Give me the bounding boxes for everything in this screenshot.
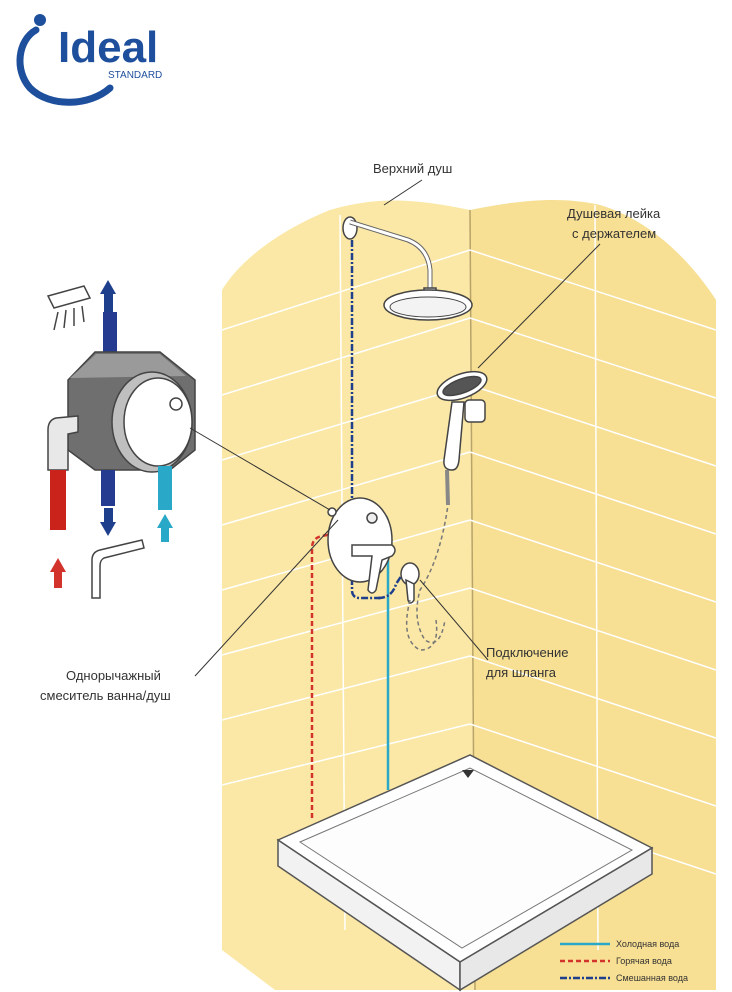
hose bbox=[416, 480, 449, 644]
overhead-shower bbox=[342, 216, 473, 321]
svg-text:Горячая вода: Горячая вода bbox=[616, 956, 672, 966]
mixer-lever bbox=[351, 544, 396, 594]
legend: Холодная вода Горячая вода Смешанная вод… bbox=[560, 939, 688, 983]
mixer-body-cap bbox=[123, 377, 193, 467]
tray-front-right bbox=[459, 846, 653, 992]
mixed-outlet-up-arrow bbox=[100, 280, 116, 312]
cold-inlet-pipe bbox=[158, 466, 172, 510]
logo-swoosh bbox=[16, 26, 114, 106]
diverter-knob bbox=[366, 512, 378, 524]
leader-mixer bbox=[194, 519, 339, 677]
label-overhead-shower: Верхний душ bbox=[373, 161, 452, 176]
leader-lines bbox=[189, 179, 601, 677]
hand-shower-holder bbox=[464, 399, 486, 423]
hot-inlet-elbow bbox=[47, 415, 79, 471]
holder-bar bbox=[445, 469, 450, 506]
overhead-shower-icon bbox=[46, 285, 92, 331]
bottom-outlet-pipe bbox=[101, 470, 115, 506]
hand-shower bbox=[416, 370, 488, 644]
legend-item-cold: Холодная вода bbox=[560, 939, 679, 949]
leader-hose-connection bbox=[419, 579, 489, 661]
shower-arm-flange bbox=[342, 216, 358, 240]
label-hand-shower-1: Душевая лейка bbox=[567, 206, 661, 221]
logo-subtext: STANDARD bbox=[108, 70, 162, 81]
tray-inner bbox=[298, 767, 634, 949]
hand-shower-handle bbox=[443, 401, 465, 471]
ideal-standard-logo: Ideal STANDARD bbox=[16, 14, 162, 106]
hose-loop bbox=[405, 599, 438, 651]
label-mixer-1: Однорычажный bbox=[66, 668, 161, 683]
leader-overhead-shower bbox=[383, 179, 423, 206]
logo-dot bbox=[34, 14, 46, 26]
hot-inlet-pipe bbox=[50, 470, 66, 530]
wall-mixer bbox=[327, 497, 396, 594]
logo-text: Ideal bbox=[58, 23, 158, 72]
mixed-water-pipe-overhead bbox=[350, 240, 380, 600]
shower-tray bbox=[276, 754, 654, 992]
concealed-body-inset bbox=[46, 280, 196, 599]
hot-inlet-up-arrow bbox=[50, 558, 66, 588]
legend-item-hot: Горячая вода bbox=[560, 956, 672, 966]
leader-hand-shower bbox=[477, 243, 601, 369]
hand-shower-face bbox=[442, 375, 482, 397]
labels: Верхний душ Душевая лейка с держателем О… bbox=[40, 161, 661, 703]
mixer-body-top bbox=[70, 354, 186, 378]
shower-head-face bbox=[389, 296, 467, 318]
bath-spout-icon bbox=[91, 539, 145, 599]
svg-text:Смешанная вода: Смешанная вода bbox=[616, 973, 688, 983]
mixer-plate bbox=[327, 497, 393, 583]
leader-mixer-inset bbox=[189, 427, 331, 511]
label-hose-1: Подключение bbox=[486, 645, 568, 660]
shower-arm-highlight bbox=[349, 220, 432, 290]
bath-outlet-down-arrow bbox=[100, 508, 116, 536]
mixed-water-pipe-hose bbox=[377, 571, 406, 600]
tray-drain bbox=[462, 770, 474, 778]
label-mixer-2: смеситель ванна/душ bbox=[40, 688, 171, 703]
label-hand-shower-2: с держателем bbox=[572, 226, 656, 241]
cold-inlet-up-arrow bbox=[157, 514, 173, 542]
svg-text:Холодная вода: Холодная вода bbox=[616, 939, 679, 949]
top-outlet-pipe bbox=[103, 312, 117, 360]
legend-item-mixed: Смешанная вода bbox=[560, 973, 688, 983]
label-hose-2: для шланга bbox=[486, 665, 557, 680]
mixer-body-screw bbox=[169, 397, 183, 411]
hose-connection bbox=[400, 562, 438, 651]
hose-connection-elbow bbox=[405, 578, 415, 604]
